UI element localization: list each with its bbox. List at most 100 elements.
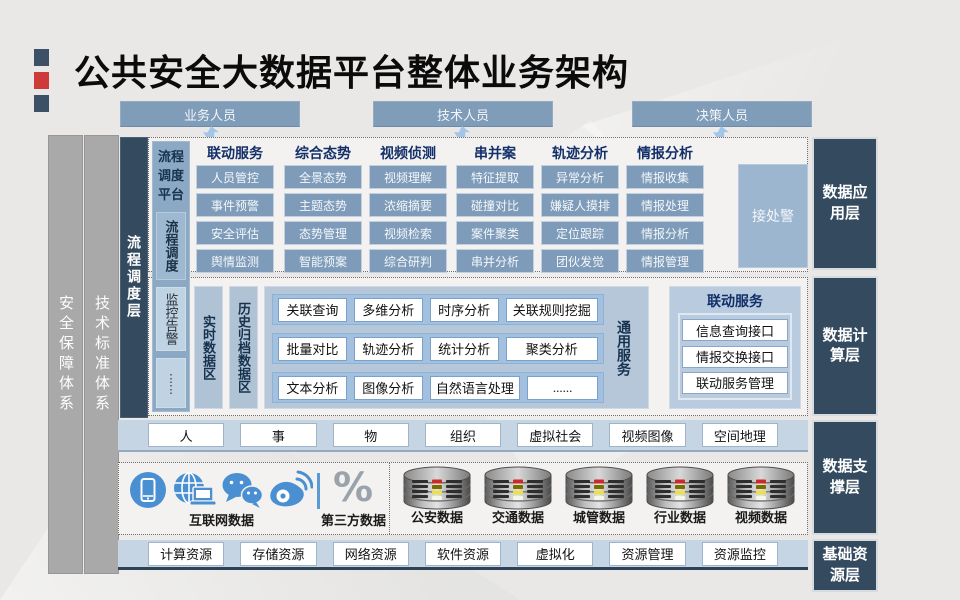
database-icon (646, 466, 714, 510)
service-row: 批量对比 轨迹分析 统计分析 聚类分析 (272, 333, 604, 364)
actor-label: 业务人员 (183, 107, 236, 123)
zone-label: 历史归档数据区 (236, 302, 251, 393)
entity-cell: 组织 (424, 423, 502, 447)
zone-label: 实时数据区 (201, 315, 216, 380)
entity-cell: 人 (148, 423, 225, 447)
sidebar-label: 安全保障体系 (57, 294, 74, 415)
app-cell: 舆情监测 (196, 249, 274, 273)
dotted-separator (389, 463, 390, 534)
layer-label-text: 数据应用层 (822, 184, 868, 222)
app-column-situation: 综合态势 全景态势 主题态势 态势管理 智能预案 (284, 143, 362, 273)
support-layer-panel: 互联网数据 % 第三方数据 公安数据 (118, 462, 808, 535)
page-title: 公共安全大数据平台整体业务架构 (74, 53, 630, 93)
app-cell: 情报收集 (626, 165, 704, 189)
actor-box-technical: 技术人员 (373, 101, 553, 127)
actor-box-decision: 决策人员 (632, 101, 812, 127)
database-label: 行业数据 (653, 510, 706, 525)
database-group: 视频数据 (722, 465, 800, 532)
actor-box-business: 业务人员 (120, 101, 300, 127)
sidebar-standards-system: 技术标准体系 (84, 135, 119, 574)
app-cell: 案件聚类 (456, 221, 534, 245)
entity-cell: 事 (240, 423, 317, 447)
police-dispatch-label: 接处警 (752, 210, 794, 225)
app-column-case-merge: 串并案 特征提取 碰撞对比 案件聚类 串并分析 (456, 143, 534, 273)
resource-cell: 软件资源 (424, 541, 502, 566)
wechat-icon (222, 473, 263, 508)
app-column-video: 视频侦测 视频理解 浓缩摘要 视频检索 综合研判 (369, 143, 447, 273)
app-cell: 综合研判 (369, 249, 447, 273)
app-cell: 事件预警 (196, 193, 274, 217)
third-party-data-label: 第三方数据 (321, 513, 387, 528)
mobile-icon (130, 472, 166, 508)
entity-strip: 人 事 物 组织 虚拟社会 视频图像 空间地理 (118, 420, 808, 452)
database-icon (727, 466, 795, 510)
scheduling-platform-column: 流程调度平台 流程调度 监控告警 ⋮⋮ (152, 141, 190, 412)
layer-label-text: 数据支撑层 (822, 458, 868, 496)
entity-cell: 虚拟社会 (517, 423, 594, 447)
database-label: 视频数据 (734, 510, 787, 525)
database-label: 公安数据 (410, 510, 463, 525)
database-icon (484, 466, 552, 510)
linkage-inner-box: 信息查询接口 情报交换接口 联动服务管理 (678, 313, 792, 400)
app-cell: 串并分析 (456, 249, 534, 273)
app-column-header: 轨迹分析 (552, 145, 608, 161)
app-cell: 浓缩摘要 (369, 193, 447, 217)
app-cell: 视频检索 (369, 221, 447, 245)
app-cell: 特征提取 (456, 165, 534, 189)
app-cell: 碰撞对比 (456, 193, 534, 217)
scheduling-item: 监控告警 (156, 286, 186, 351)
layer-label-support: 数据支撑层 (812, 420, 878, 535)
percent-icon: % (333, 465, 374, 511)
app-cell: 嫌疑人摸排 (541, 193, 619, 217)
service-cell: 关联规则挖掘 (505, 297, 598, 322)
general-services-box: 关联查询 多维分析 时序分析 关联规则挖掘 批量对比 轨迹分析 统计分析 聚类分… (264, 286, 649, 409)
app-column-header: 串并案 (474, 145, 516, 161)
database-icon (403, 466, 471, 510)
database-group: 城管数据 (560, 465, 638, 532)
linkage-cell: 联动服务管理 (682, 371, 788, 394)
app-cell: 视频理解 (369, 165, 447, 189)
database-group: 公安数据 (398, 465, 476, 532)
resource-cell: 网络资源 (332, 541, 409, 566)
application-layer-panel: 联动服务 人员管控 事件预警 安全评估 舆情监测 综合态势 全景态势 主题态势 … (148, 137, 808, 273)
resource-strip: 计算资源 存储资源 网络资源 软件资源 虚拟化 资源管理 资源监控 (118, 540, 808, 570)
layer-label-application: 数据应用层 (812, 137, 878, 270)
service-cell-ellipsis: ...... (527, 375, 598, 400)
scheduling-item-ellipsis: ⋮⋮ (156, 357, 186, 408)
resource-cell: 资源管理 (609, 541, 686, 566)
layer-label-text: 基础资源层 (822, 546, 868, 584)
internet-data-label: 互联网数据 (189, 513, 255, 528)
title-bullet-square (34, 49, 49, 66)
database-group: 交通数据 (479, 465, 557, 532)
app-cell: 团伙发觉 (541, 249, 619, 273)
service-cell: 批量对比 (278, 336, 347, 361)
realtime-data-zone: 实时数据区 (194, 286, 223, 409)
layer-label-resource: 基础资源层 (812, 539, 878, 592)
sidebar-security-system: 安全保障体系 (48, 135, 83, 574)
app-cell: 主题态势 (284, 193, 362, 217)
service-cell: 关联查询 (278, 297, 347, 322)
linkage-services-box: 联动服务 信息查询接口 情报交换接口 联动服务管理 (669, 286, 801, 409)
service-row: 文本分析 图像分析 自然语言处理 ...... (272, 372, 604, 403)
police-dispatch-box: 接处警 (738, 164, 808, 268)
app-cell: 态势管理 (284, 221, 362, 245)
weibo-icon (270, 470, 313, 507)
internet-globe-icon (174, 472, 217, 506)
resource-cell: 资源监控 (701, 541, 778, 566)
archive-data-zone: 历史归档数据区 (229, 286, 258, 409)
app-column-header: 联动服务 (207, 145, 263, 161)
actor-label: 决策人员 (695, 107, 748, 123)
resource-cell: 虚拟化 (517, 541, 594, 566)
entity-cell: 视频图像 (609, 423, 686, 447)
app-cell: 智能预案 (284, 249, 362, 273)
divider (317, 473, 320, 509)
scheduling-platform-title: 流程调度平台 (157, 149, 184, 202)
scheduling-item: 流程调度 (156, 211, 186, 280)
app-cell: 异常分析 (541, 165, 619, 189)
title-bullet-square (34, 72, 49, 89)
database-group: 行业数据 (641, 465, 719, 532)
sidebar-label: 技术标准体系 (93, 294, 110, 415)
service-cell: 时序分析 (429, 297, 499, 322)
app-cell: 人员管控 (196, 165, 274, 189)
